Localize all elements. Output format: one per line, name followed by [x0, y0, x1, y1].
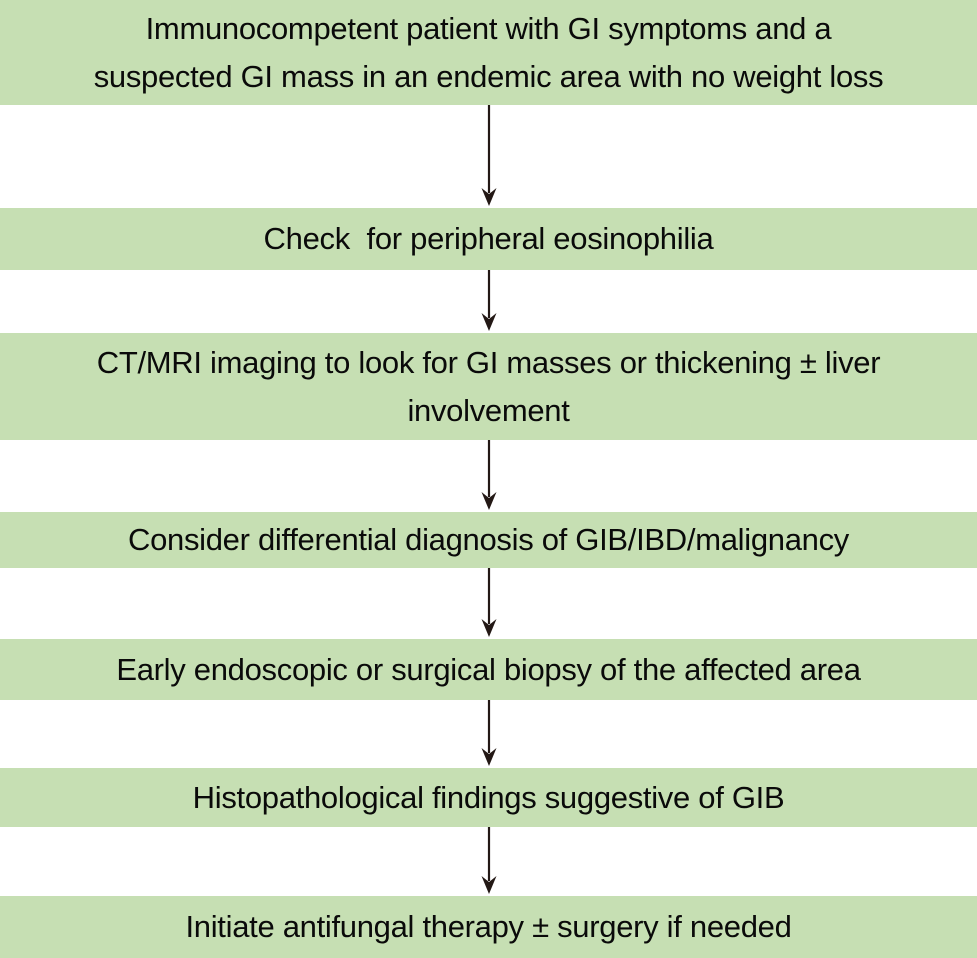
flow-step-5: Early endoscopic or surgical biopsy of t…: [0, 639, 977, 700]
flow-step-6-text: Histopathological findings suggestive of…: [192, 779, 785, 815]
flow-step-2: Check for peripheral eosinophilia: [0, 208, 977, 270]
connector-5: [0, 700, 977, 768]
flow-step-4: Consider differential diagnosis of GIB/I…: [0, 512, 977, 568]
flow-step-4-text: Consider differential diagnosis of GIB/I…: [127, 522, 850, 557]
flow-step-6: Histopathological findings suggestive of…: [0, 768, 977, 827]
connector-6: [0, 827, 977, 896]
flow-step-7: Initiate antifungal therapy ± surgery if…: [0, 896, 977, 958]
flow-step-2-text: Check for peripheral eosinophilia: [263, 221, 714, 256]
connector-4: [0, 568, 977, 639]
down-arrow-icon: [481, 105, 496, 206]
flow-step-5-text: Early endoscopic or surgical biopsy of t…: [116, 651, 861, 687]
flow-step-1-text: Immunocompetent patient with GI symptoms…: [93, 10, 884, 94]
flow-step-3-text: CT/MRI imaging to look for GI masses or …: [96, 344, 881, 428]
down-arrow-icon: [481, 270, 496, 331]
connector-1: [0, 105, 977, 208]
flow-step-7-text: Initiate antifungal therapy ± surgery if…: [185, 909, 792, 944]
connector-2: [0, 270, 977, 333]
flow-step-3: CT/MRI imaging to look for GI masses or …: [0, 333, 977, 440]
connector-3: [0, 440, 977, 512]
down-arrow-icon: [481, 700, 496, 766]
down-arrow-icon: [481, 827, 496, 894]
down-arrow-icon: [481, 568, 496, 637]
down-arrow-icon: [481, 440, 496, 510]
flow-step-1: Immunocompetent patient with GI symptoms…: [0, 0, 977, 105]
